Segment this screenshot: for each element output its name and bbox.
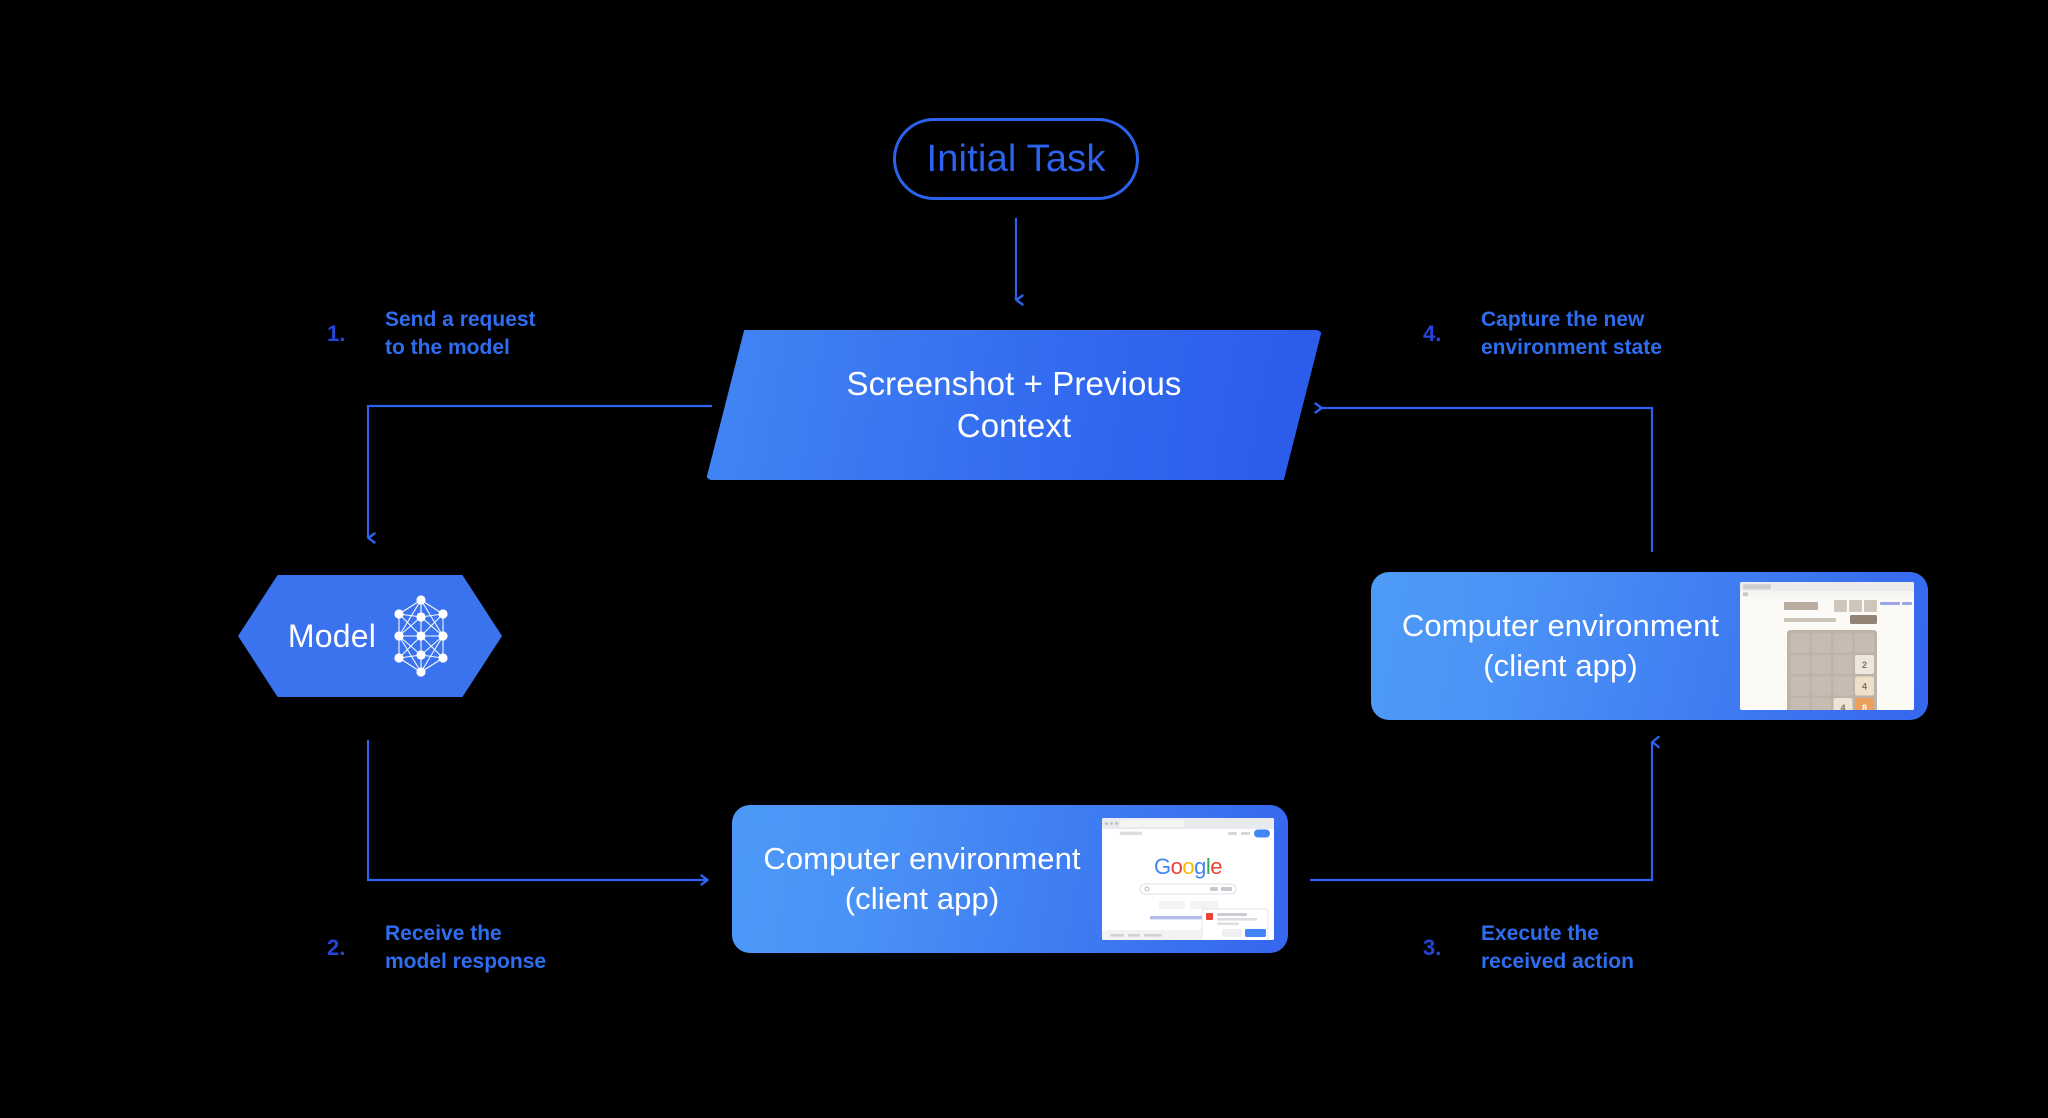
wire-model-to-env-bottom (366, 740, 709, 886)
env-card-right-line1: Computer environment (1401, 607, 1720, 643)
model-node-label: Model (287, 617, 377, 654)
svg-text:4: 4 (1862, 682, 1867, 692)
env-card-bottom-line2: (client app) (844, 881, 1000, 916)
step-3-number: 3. (1423, 934, 1442, 960)
initial-task-node[interactable]: Initial Task (893, 118, 1139, 200)
step-label-3: 3. Execute the received action (1423, 920, 1634, 976)
step-1-number: 1. (327, 320, 346, 346)
env-card-bottom-line1: Computer environment (763, 840, 1081, 876)
model-node-shape (238, 575, 502, 697)
context-node-shape (706, 330, 1322, 480)
context-node[interactable]: Screenshot + Previous Context (706, 330, 1322, 480)
step-2-number: 2. (327, 934, 346, 960)
env-card-right-line2: (client app) (1483, 648, 1638, 683)
step-1-text: Send a request to the model (385, 308, 536, 359)
env-card-right-thumbnail: 2 4 4 8 (1740, 582, 1914, 710)
env-card-right[interactable]: Computer environment (client app) (1371, 572, 1928, 720)
env-card-bottom[interactable]: Computer environment (client app) (732, 805, 1288, 953)
neural-network-icon (390, 594, 452, 678)
env-card-right-text: Computer environment (client app) (1371, 606, 1740, 687)
wire-context-to-model (366, 404, 712, 544)
step-4-number: 4. (1423, 320, 1442, 346)
wire-env-right-to-context (1314, 402, 1654, 552)
initial-task-label: Initial Task (926, 137, 1106, 180)
step-4-text: Capture the new environment state (1481, 308, 1662, 359)
svg-text:2: 2 (1862, 660, 1867, 670)
context-node-line1: Screenshot + Previous (846, 365, 1182, 403)
step-label-2: 2. Receive the model response (327, 920, 546, 976)
step-label-4: 4. Capture the new environment state (1423, 306, 1662, 362)
svg-text:Google: Google (1154, 854, 1222, 879)
svg-text:8: 8 (1862, 703, 1867, 710)
context-node-text: Screenshot + Previous Context (706, 330, 1322, 480)
svg-text:4: 4 (1840, 703, 1845, 710)
step-3-text: Execute the received action (1481, 922, 1634, 973)
step-label-1: 1. Send a request to the model (327, 306, 536, 362)
step-2-text: Receive the model response (385, 922, 547, 973)
env-card-bottom-thumbnail: Google (1102, 818, 1274, 940)
context-node-line2: Context (956, 407, 1072, 444)
env-card-bottom-text: Computer environment (client app) (732, 839, 1102, 920)
wire-env-bottom-to-env-right (1310, 735, 1660, 882)
model-node[interactable]: Model (238, 575, 502, 697)
